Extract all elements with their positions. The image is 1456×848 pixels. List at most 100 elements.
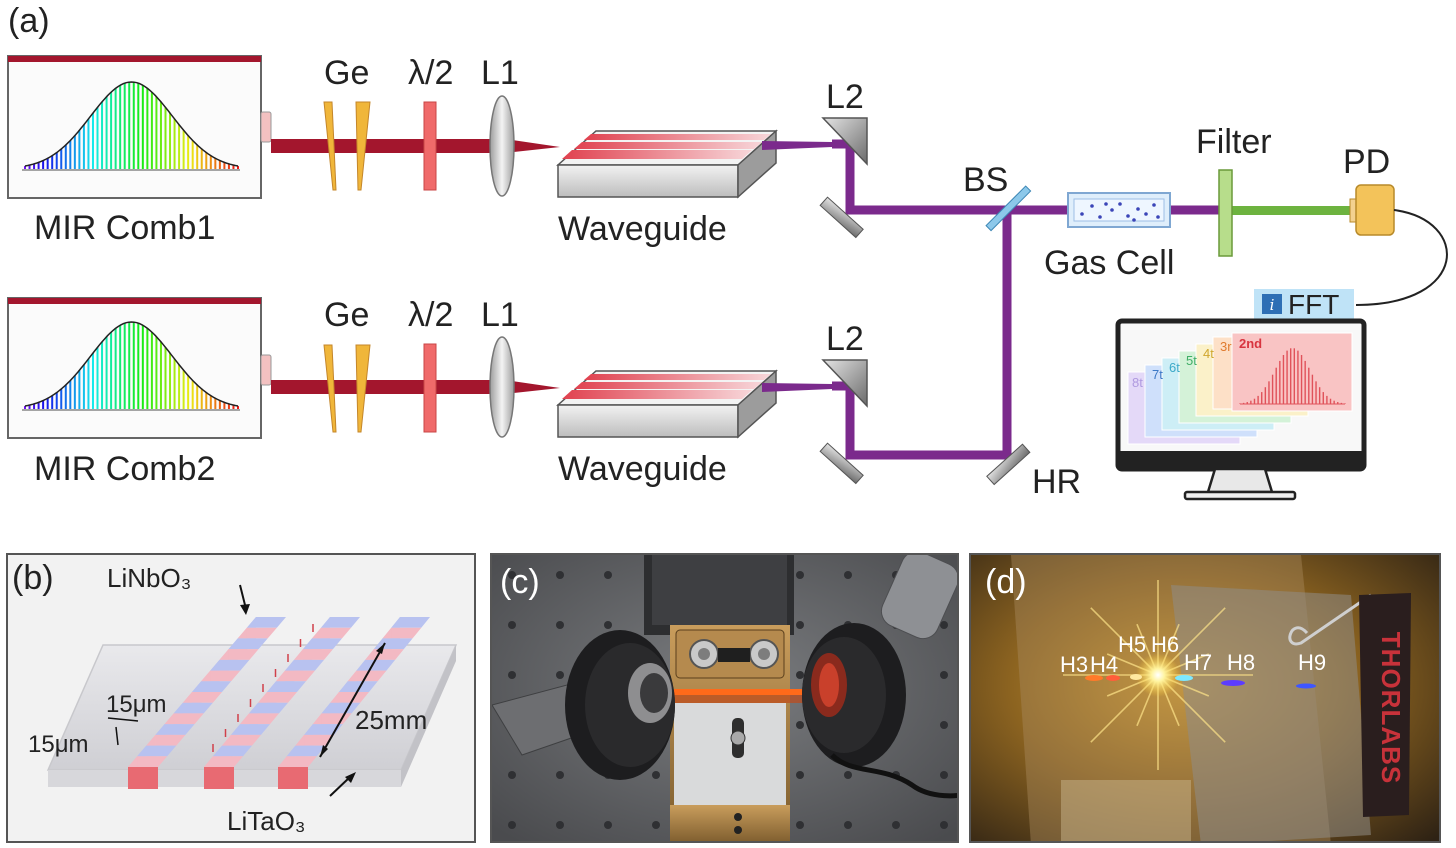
ge-wedge-upper-1 xyxy=(323,101,337,191)
thorlabs-brand: THORLABS xyxy=(1376,631,1407,785)
mir-beam-lower-focus xyxy=(505,380,560,394)
ridge-top-segment xyxy=(258,692,297,703)
comb1-spectrum xyxy=(24,81,239,169)
screen-tab-5: 5t xyxy=(1186,353,1197,368)
breadboard-hole xyxy=(508,621,516,629)
breadboard-hole xyxy=(508,821,516,829)
ridge-top-segment xyxy=(356,659,396,671)
panel-label-a: (a) xyxy=(8,2,50,40)
comb2-spectrum xyxy=(24,321,239,409)
label-h8: H8 xyxy=(1227,650,1256,675)
panel-d-harmonics-photo: (d) H3 H4 H5 H6 H7 H8 H9 THORLABS xyxy=(969,553,1441,843)
screen-tab-3: 3r xyxy=(1220,339,1232,354)
ridge-top-segment xyxy=(321,617,360,628)
panel-label-d: (d) xyxy=(985,563,1027,601)
breadboard-hole xyxy=(844,571,852,579)
breadboard-hole xyxy=(844,771,852,779)
label-gas-cell: Gas Cell xyxy=(1044,244,1175,282)
second-harmonic-spectrum xyxy=(1239,348,1346,405)
ridge-end-face xyxy=(204,767,234,789)
harmonic-tab-second xyxy=(1231,332,1353,412)
ridge-top-segment xyxy=(276,670,315,682)
breadboard-hole xyxy=(892,821,900,829)
label-mir-comb2: MIR Comb2 xyxy=(34,450,216,488)
label-litao3: LiTaO₃ xyxy=(227,806,306,836)
ridge-top-segment xyxy=(278,756,317,767)
gas-molecule xyxy=(1104,202,1108,206)
breadboard-hole xyxy=(796,721,804,729)
green-beam xyxy=(1232,206,1354,215)
screen-tab-2: 2nd xyxy=(1239,336,1263,351)
lens-l2-lower xyxy=(821,359,868,408)
breadboard-hole xyxy=(556,621,564,629)
breadboard-hole xyxy=(556,571,564,579)
label-l1-upper: L1 xyxy=(481,54,519,92)
label-filter: Filter xyxy=(1196,123,1272,161)
breadboard-hole xyxy=(796,821,804,829)
gas-molecule xyxy=(1152,203,1156,207)
ge-wedge-lower-1 xyxy=(323,344,337,433)
ridge-top-segment xyxy=(240,713,279,725)
lens-l1-upper xyxy=(489,95,515,197)
label-waveguide-upper: Waveguide xyxy=(558,210,727,248)
breadboard-hole xyxy=(652,821,660,829)
gas-molecule xyxy=(1118,202,1122,206)
halfwave-plate-lower xyxy=(423,343,437,433)
ridge-end-face xyxy=(278,767,308,789)
photodetector xyxy=(1349,184,1395,236)
ridge-top-segment xyxy=(213,745,252,757)
ridge-top-segment xyxy=(312,627,351,639)
ridge-top-segment xyxy=(155,724,195,735)
label-fft: FFT xyxy=(1288,289,1340,320)
waveguide-upper xyxy=(556,129,778,199)
panel-c-mount-photo: (c) xyxy=(490,553,959,843)
mirror-hr xyxy=(986,443,1031,486)
ridge-top-segment xyxy=(295,734,335,746)
breadboard-hole xyxy=(556,821,564,829)
gas-molecule xyxy=(1080,212,1084,216)
gas-molecules xyxy=(1080,202,1160,222)
ridge-top-segment xyxy=(222,734,261,746)
label-h5: H5 xyxy=(1118,632,1147,657)
breadboard-hole xyxy=(652,771,660,779)
gas-molecule xyxy=(1156,215,1160,219)
screen-tab-8: 8t xyxy=(1132,375,1143,390)
label-hr-mirror: HR xyxy=(1032,463,1082,501)
label-photodetector: PD xyxy=(1343,143,1391,181)
ridge-top-segment xyxy=(321,702,361,714)
screen-tab-4: 4t xyxy=(1203,346,1214,361)
ridge-top-segment xyxy=(210,659,250,671)
mir-beam-upper-focus xyxy=(505,139,560,153)
ge-wedge-upper-2 xyxy=(355,101,371,191)
breadboard-hole xyxy=(940,771,948,779)
halfwave-plate-upper xyxy=(423,101,437,191)
label-length-25mm: 25mm xyxy=(355,705,428,735)
label-linbo3: LiNbO₃ xyxy=(107,563,192,593)
ridge-top-segment xyxy=(303,638,342,650)
breadboard-hole xyxy=(796,621,804,629)
gas-molecule xyxy=(1090,204,1094,208)
panel-label-b: (b) xyxy=(12,559,54,597)
label-ge-upper: Ge xyxy=(324,54,370,92)
screen-tab-6: 6t xyxy=(1169,360,1180,375)
label-h6: H6 xyxy=(1151,632,1180,657)
fft-icon xyxy=(1262,294,1282,314)
gas-cell xyxy=(1067,192,1171,228)
breadboard-hole xyxy=(940,721,948,729)
label-halfwave-lower: λ/2 xyxy=(408,296,454,334)
comb-envelope xyxy=(24,321,239,407)
breadboard-hole xyxy=(940,621,948,629)
label-ge-lower: Ge xyxy=(324,296,370,334)
ridge-top-segment xyxy=(339,681,378,692)
mir-comb1-box xyxy=(7,55,272,199)
harmonics-photo xyxy=(971,555,1439,841)
breadboard-hole xyxy=(556,771,564,779)
waveguide-schematic xyxy=(46,584,458,797)
label-width-15um: 15μm xyxy=(106,691,167,718)
ridge-top-segment xyxy=(228,638,268,650)
ridge-top-segment xyxy=(286,745,326,757)
mir-beam-upper xyxy=(271,139,493,153)
label-halfwave-upper: λ/2 xyxy=(408,54,454,92)
gas-molecule xyxy=(1136,207,1140,211)
